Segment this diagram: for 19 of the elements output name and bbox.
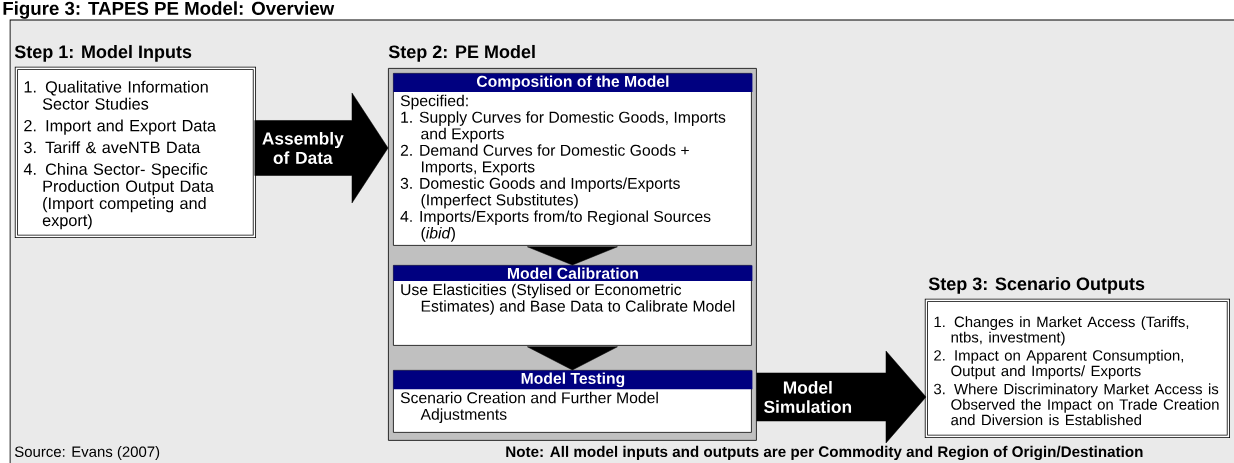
step-heading: Step 3: Scenario Outputs xyxy=(928,276,1145,294)
node-label: 3. Tariff & aveNTB Data xyxy=(24,141,201,154)
model-panel: Model Testing Scenario Creation and Further Model Adjustments xyxy=(393,370,753,433)
step-heading: Step 2: PE Model xyxy=(388,44,535,62)
note-text: Note: All model inputs and outputs are per Commodity and Region of Origin/Destination xyxy=(506,445,1143,461)
chevron-arrow xyxy=(527,346,618,371)
source-text: Source: Evans (2007) xyxy=(14,446,160,460)
chevron-arrow xyxy=(527,246,618,266)
figure-title: Figure 3: TAPES PE Model: Overview xyxy=(3,1,335,19)
arrow-label: Assembly of Data xyxy=(256,130,350,166)
model-panel: Model Calibration Use Elasticities (Stylised or Econometric Estimates) and Base Data to Calibrate Model xyxy=(393,265,753,346)
model-panel: Composition of the Model Specified: 1. Supply Curves for Domestic Goods, Imports and Exports 2. Demand Curves for Domestic Goods + Imports, Exports 3. Domestic Goods and Imports/Exports (Imperfect Substitutes) 4. Imports/Exports from/to Regional Sources (ibid) xyxy=(393,73,753,246)
input-list-box: 1. Qualitative Information Sector Studies 2. Import and Export Data 3. Tariff & aveNTB Data 4. China Sector- Specific Production Output Data (Import competing and export) xyxy=(14,66,256,238)
arrow-label: Model Simulation xyxy=(758,379,858,415)
node-label: 2. Import and Export Data xyxy=(24,119,216,135)
input-list-box: 1. Changes in Market Access (Tariffs, ntbs, investment) 2. Impact on Apparent Consumption, Output and Imports/ Exports 3. Where Discriminatory Market Access is Observed the Impact on Trade Creation and Diversion is Established xyxy=(924,298,1230,438)
node-label: 1. Qualitative Information Sector Studies xyxy=(24,80,208,110)
step-heading: Step 1: Model Inputs xyxy=(14,44,192,62)
node-label: 4. China Sector- Specific Production Output Data (Import competing and export) xyxy=(23,162,214,230)
